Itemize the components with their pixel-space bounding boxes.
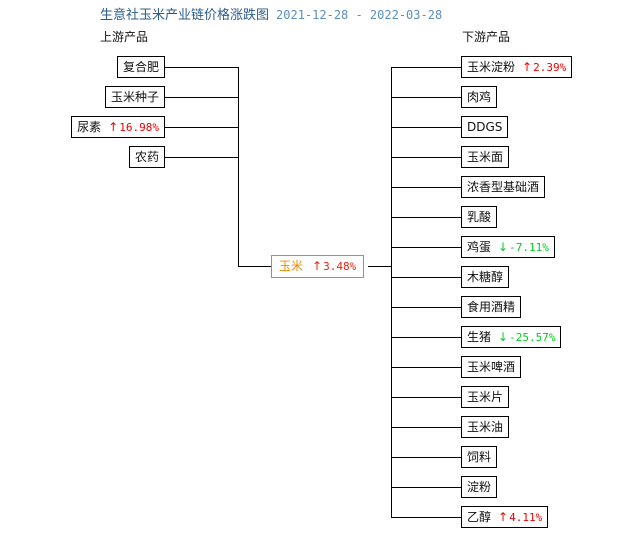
connector-line-horizontal: [391, 337, 461, 338]
upstream-node-0[interactable]: 复合肥: [116, 56, 165, 78]
connector-line-horizontal: [391, 517, 461, 518]
node-label: 玉米片: [467, 390, 504, 404]
upstream-node-1[interactable]: 玉米种子: [104, 86, 165, 108]
node-change-value: 16.98%: [119, 121, 159, 134]
node-label: 淀粉: [467, 480, 492, 494]
downstream-column-header: 下游产品: [462, 30, 511, 44]
node-change: ↓-25.57%: [498, 327, 555, 348]
center-node-change: ↑3.48%: [312, 259, 357, 273]
downstream-node-10[interactable]: 玉米啤酒: [461, 356, 522, 378]
node-change-value: 4.11%: [509, 511, 543, 524]
node-change: ↑16.98%: [108, 117, 159, 138]
upstream-column-header: 上游产品: [100, 30, 149, 44]
arrow-up-icon: ↑: [108, 120, 119, 134]
connector-line-horizontal: [391, 307, 461, 308]
arrow-down-icon: ↓: [498, 240, 509, 254]
node-label: 尿素: [77, 120, 102, 134]
downstream-node-4[interactable]: 浓香型基础酒: [461, 176, 546, 198]
downstream-node-1[interactable]: 肉鸡: [461, 86, 498, 108]
connector-line-horizontal: [165, 127, 238, 128]
downstream-node-12[interactable]: 玉米油: [461, 416, 510, 438]
connector-line-horizontal: [391, 367, 461, 368]
title-date-range: 2021-12-28 - 2022-03-28: [276, 8, 443, 22]
center-node-label: 玉米: [279, 259, 304, 273]
node-label: 农药: [134, 150, 159, 164]
node-label: 玉米油: [467, 420, 504, 434]
node-label: 复合肥: [122, 60, 159, 74]
node-change-value: 2.39%: [533, 61, 567, 74]
node-label: 食用酒精: [467, 300, 516, 314]
node-label: 饲料: [467, 450, 492, 464]
downstream-node-14[interactable]: 淀粉: [461, 476, 498, 498]
connector-line-horizontal: [165, 97, 238, 98]
arrow-up-icon: ↑: [498, 510, 509, 524]
node-change-value: -7.11%: [509, 241, 549, 254]
node-change: ↓-7.11%: [498, 237, 549, 258]
downstream-node-15[interactable]: 乙醇 ↑4.11%: [461, 506, 549, 528]
node-label: 玉米种子: [110, 90, 159, 104]
downstream-node-6[interactable]: 鸡蛋 ↓-7.11%: [461, 236, 555, 258]
connector-line-horizontal: [391, 97, 461, 98]
node-change-value: -25.57%: [509, 331, 556, 344]
node-label: 乳酸: [467, 210, 492, 224]
downstream-node-0[interactable]: 玉米淀粉 ↑2.39%: [461, 56, 573, 78]
upstream-node-2[interactable]: 尿素 ↑16.98%: [71, 116, 165, 138]
node-label: 生猪: [467, 330, 492, 344]
node-label: DDGS: [467, 120, 503, 134]
node-label: 玉米啤酒: [467, 360, 516, 374]
center-node-corn[interactable]: 玉米 ↑3.48%: [271, 255, 365, 278]
connector-line-horizontal: [391, 487, 461, 488]
connector-line-horizontal: [391, 427, 461, 428]
downstream-node-13[interactable]: 饲料: [461, 446, 498, 468]
node-label: 玉米面: [467, 150, 504, 164]
downstream-node-7[interactable]: 木糖醇: [461, 266, 510, 288]
connector-line-horizontal: [391, 127, 461, 128]
arrow-up-icon: ↑: [522, 60, 533, 74]
connector-line-horizontal: [165, 157, 238, 158]
node-label: 鸡蛋: [467, 240, 492, 254]
connector-line-horizontal: [391, 247, 461, 248]
connector-line-horizontal: [391, 187, 461, 188]
node-label: 浓香型基础酒: [467, 180, 540, 194]
connector-line-horizontal: [368, 266, 391, 267]
connector-line-vertical: [238, 67, 239, 266]
arrow-down-icon: ↓: [498, 330, 509, 344]
title-main-text: 生意社玉米产业链价格涨跌图: [100, 8, 270, 23]
downstream-node-8[interactable]: 食用酒精: [461, 296, 522, 318]
downstream-node-9[interactable]: 生猪 ↓-25.57%: [461, 326, 562, 348]
connector-line-vertical: [391, 67, 392, 517]
downstream-node-3[interactable]: 玉米面: [461, 146, 510, 168]
connector-line-horizontal: [238, 266, 271, 267]
connector-line-horizontal: [391, 67, 461, 68]
downstream-node-5[interactable]: 乳酸: [461, 206, 498, 228]
node-change: ↑2.39%: [522, 57, 566, 78]
downstream-node-11[interactable]: 玉米片: [461, 386, 510, 408]
connector-line-horizontal: [391, 397, 461, 398]
connector-line-horizontal: [391, 157, 461, 158]
downstream-node-2[interactable]: DDGS: [461, 116, 509, 138]
node-label: 肉鸡: [467, 90, 492, 104]
connector-line-horizontal: [391, 457, 461, 458]
node-change: ↑4.11%: [498, 507, 542, 528]
node-label: 乙醇: [467, 510, 492, 524]
connector-line-horizontal: [165, 67, 238, 68]
upstream-node-3[interactable]: 农药: [128, 146, 165, 168]
node-label: 木糖醇: [467, 270, 504, 284]
node-label: 玉米淀粉: [467, 60, 516, 74]
connector-line-horizontal: [391, 277, 461, 278]
chart-title: 生意社玉米产业链价格涨跌图 2021-12-28 - 2022-03-28: [100, 7, 442, 24]
connector-line-horizontal: [391, 217, 461, 218]
